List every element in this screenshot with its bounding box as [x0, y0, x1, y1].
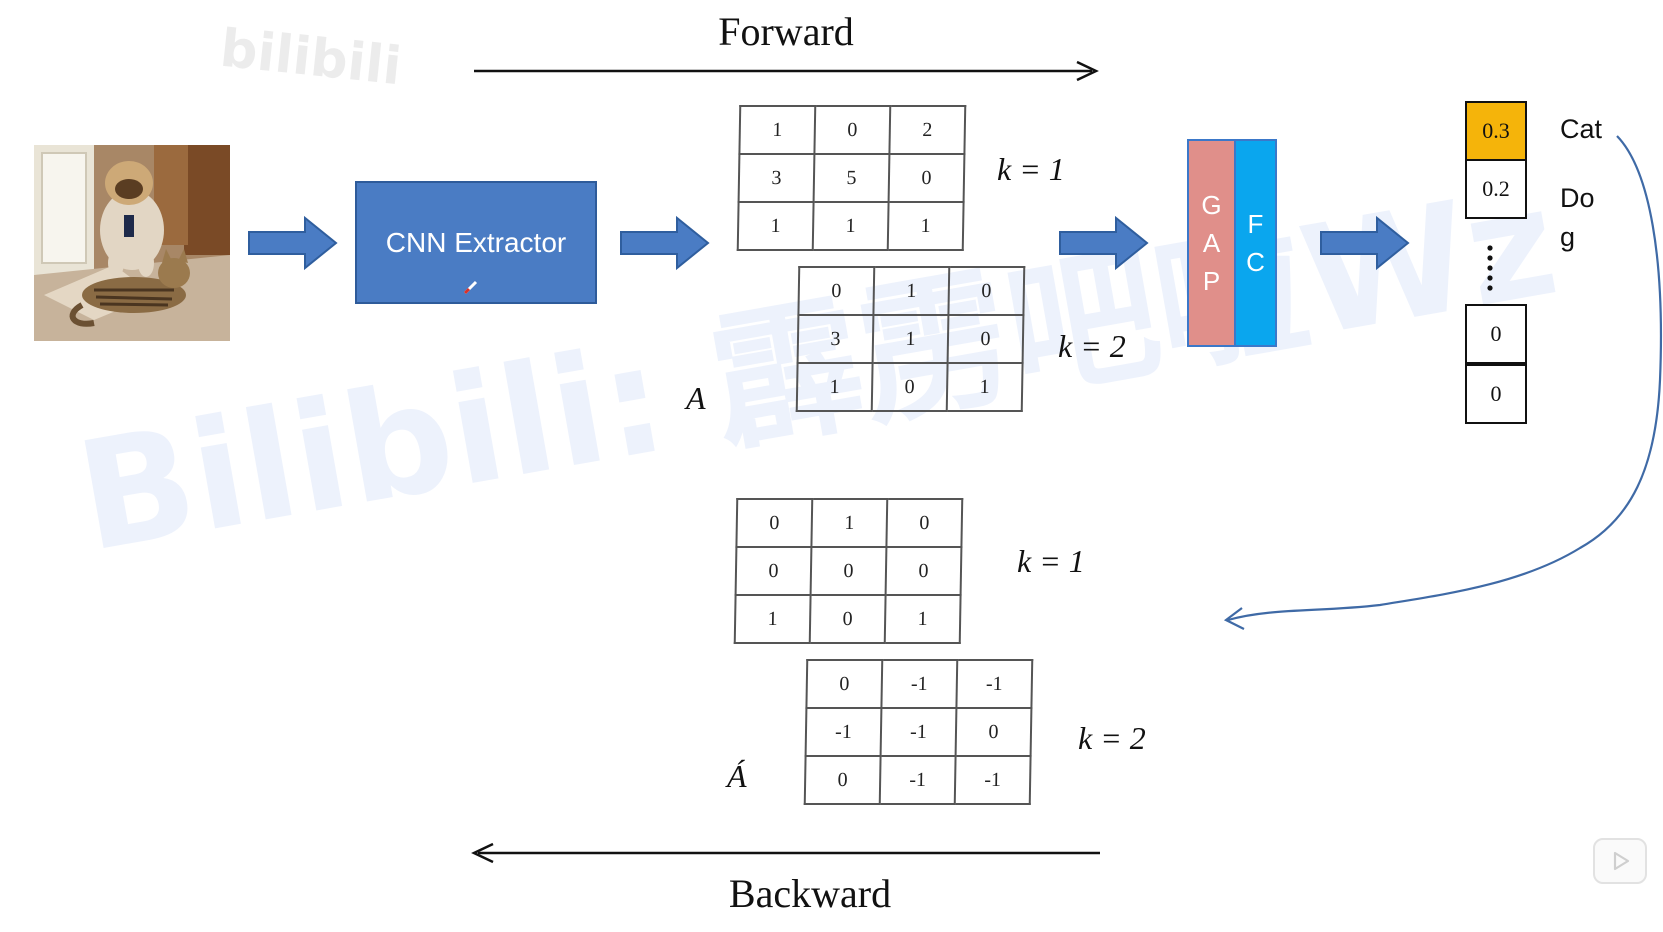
- matrix-cell: 5: [813, 154, 890, 202]
- backward-label: Backward: [728, 871, 892, 916]
- gap-letter: P: [1202, 266, 1221, 296]
- matrix-cell: -1: [954, 756, 1031, 804]
- activation-label-a: A: [686, 380, 706, 416]
- k2-label-backward: k = 2: [1078, 720, 1146, 756]
- matrix-cell: -1: [880, 708, 957, 756]
- matrix-cell: 1: [873, 267, 950, 315]
- forward-label: Forward: [718, 9, 854, 54]
- block-arrow-1: [248, 215, 338, 271]
- matrix-cell: 0: [804, 756, 881, 804]
- output-cell-cat: 0.3: [1465, 101, 1527, 161]
- class-label-dog-line2: g: [1560, 222, 1576, 252]
- matrix-cell: 1: [737, 202, 814, 250]
- matrix-cell: 1: [811, 499, 888, 547]
- gap-letter: G: [1201, 190, 1222, 220]
- matrix-cell: 0: [798, 267, 875, 315]
- backward-arrow: [471, 842, 1100, 864]
- matrix-cell: 0: [948, 267, 1025, 315]
- matrix-cell: 1: [739, 106, 816, 154]
- k1-label-backward: k = 1: [1017, 543, 1085, 579]
- input-photo: [34, 145, 230, 341]
- matrix-cell: 1: [734, 595, 811, 643]
- matrix-cell: -1: [879, 756, 956, 804]
- matrix-cell: 0: [955, 708, 1032, 756]
- matrix-cell: 1: [812, 202, 889, 250]
- matrix-cell: 0: [810, 547, 887, 595]
- class-label-dog-line1: Do: [1560, 183, 1595, 213]
- block-arrow-2: [620, 215, 710, 271]
- forward-arrow: [474, 60, 1099, 82]
- gradient-label-a-prime: Á: [727, 758, 747, 794]
- matrix-cell: -1: [881, 660, 958, 708]
- k2-label-forward: k = 2: [1058, 328, 1126, 364]
- matrix-cell: 3: [738, 154, 815, 202]
- matrix-cell: 0: [947, 315, 1024, 363]
- matrix-cell: 0: [736, 499, 813, 547]
- matrix-cell: 3: [797, 315, 874, 363]
- output-cell: 0: [1465, 304, 1527, 364]
- fc-letter: C: [1246, 247, 1265, 277]
- cnn-extractor-label: CNN Extractor: [385, 226, 567, 258]
- matrix-cell: 0: [809, 595, 886, 643]
- class-label-cat: Cat: [1560, 114, 1603, 144]
- matrix-cell: 2: [889, 106, 966, 154]
- matrix-cell: 1: [946, 363, 1023, 411]
- k1-label-forward: k = 1: [997, 151, 1065, 187]
- matrix-cell: 0: [871, 363, 948, 411]
- pen-icon: [463, 280, 478, 295]
- matrix-cell: 1: [796, 363, 873, 411]
- block-arrow-3: [1059, 215, 1149, 271]
- matrix-cell: 0: [814, 106, 891, 154]
- matrix-cell: -1: [956, 660, 1033, 708]
- backprop-curve: [1223, 135, 1663, 630]
- cnn-extractor-box: CNN Extractor: [355, 181, 597, 304]
- matrix-cell: 1: [887, 202, 964, 250]
- output-cell-dog: 0.2: [1465, 159, 1527, 219]
- matrix-cell: 0: [735, 547, 812, 595]
- matrix-cell: -1: [805, 708, 882, 756]
- matrix-cell: 0: [806, 660, 883, 708]
- gap-letter: A: [1202, 228, 1221, 258]
- block-arrow-4: [1320, 215, 1410, 271]
- fc-letter: F: [1247, 209, 1264, 239]
- output-cell: 0: [1465, 364, 1527, 424]
- gap-layer: G A P: [1187, 139, 1236, 347]
- play-icon: [1613, 851, 1630, 871]
- play-button[interactable]: [1593, 838, 1647, 884]
- matrix-cell: 1: [872, 315, 949, 363]
- matrix-cell: 0: [885, 547, 962, 595]
- matrix-cell: 0: [886, 499, 963, 547]
- matrix-cell: 1: [884, 595, 961, 643]
- fc-layer: F C: [1234, 139, 1277, 347]
- ellipsis-vertical-icon: [1487, 245, 1493, 291]
- matrix-cell: 0: [888, 154, 965, 202]
